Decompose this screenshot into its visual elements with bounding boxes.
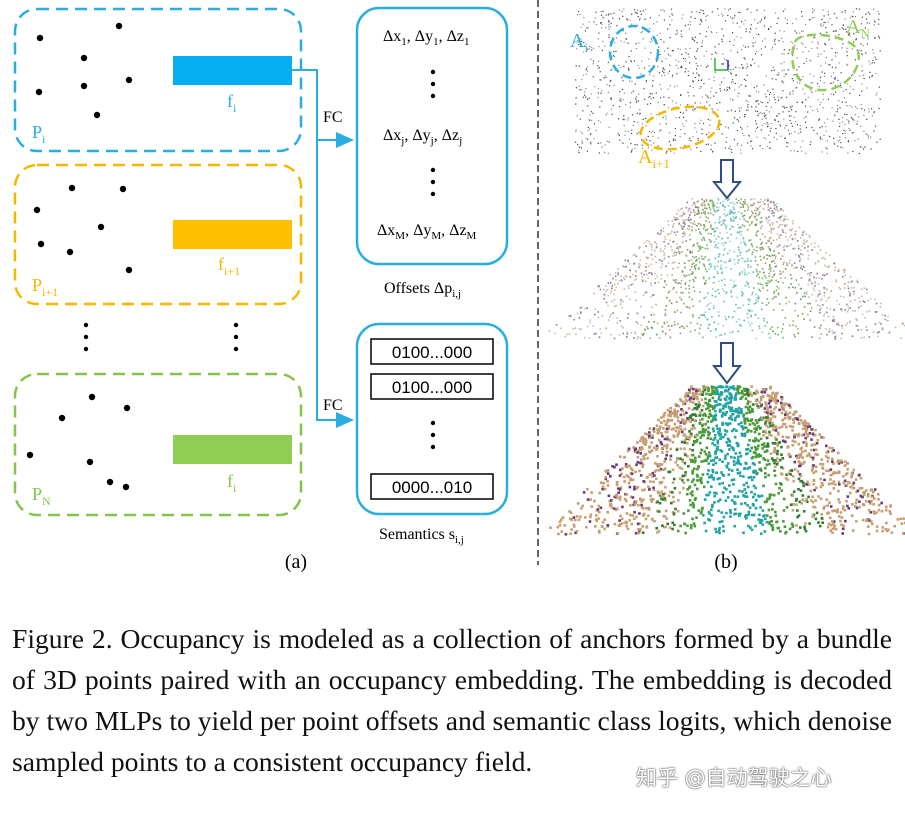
anchor-ellipse-i1: [639, 105, 721, 151]
set-label-2: Pi+1: [32, 275, 58, 299]
offsets-box: Δx1, Δy1, Δz1 Δxj, Δyj, Δzj ΔxM, ΔyM, Δz…: [355, 6, 509, 266]
point-set-box-3: [13, 372, 303, 517]
point-set-box-1: [13, 7, 303, 153]
down-arrow-1: [711, 159, 743, 200]
figure-2: fi Pi fi+1 Pi+1: [13, 0, 905, 573]
semantic-ellipsis: [430, 420, 436, 450]
anchor-label-i1: Ai+1: [638, 146, 670, 171]
feature-label-1: fi: [227, 91, 237, 115]
decoded-point-cloud: [548, 198, 905, 340]
panel-a-label: (a): [285, 551, 307, 573]
sampled-point-cloud: [573, 5, 883, 155]
feature-label-3: fi: [227, 471, 237, 495]
semantics-caption: Semantics si,j: [379, 526, 464, 546]
offset-row-m: ΔxM, ΔyM, ΔzM: [377, 222, 477, 242]
offset-row-1: Δx1, Δy1, Δz1: [383, 28, 469, 48]
feature-label-2: fi+1: [218, 254, 240, 278]
feature-bar-2: [173, 220, 292, 249]
semantic-code-box-3: [370, 473, 494, 500]
semantic-code-box-1: [370, 338, 494, 365]
offset-ellipsis-1: [430, 69, 436, 99]
anchor-label-n: AN: [846, 16, 870, 41]
anchor-group-1: fi Pi: [13, 7, 303, 153]
point-set-box-2: [13, 163, 303, 306]
anchor-ellipse-i: [608, 24, 660, 80]
semantic-code-1: 0100...000: [392, 343, 472, 362]
panel-b-label: (b): [714, 551, 737, 573]
occupancy-field: [549, 385, 905, 536]
watermark: 知乎 @自动驾驶之心: [636, 766, 832, 790]
vertical-ellipsis-features: [233, 322, 239, 352]
anchor-group-2: fi+1 Pi+1: [13, 163, 303, 306]
semantics-box: 0100...000 0100...000 0000...010: [355, 322, 509, 516]
anchor-ellipse-n: [791, 33, 860, 92]
vertical-ellipsis-points: [83, 322, 89, 352]
offset-ellipsis-2: [430, 167, 436, 197]
semantic-code-box-2: [370, 373, 494, 400]
anchor-group-3: fi PN: [13, 372, 303, 517]
feature-bar-3: [173, 435, 292, 464]
semantic-code-2: 0100...000: [392, 378, 472, 397]
figure-caption: Figure 2. Occupancy is modeled as a coll…: [12, 623, 892, 777]
offsets-caption: Offsets Δpi,j: [384, 280, 461, 300]
set-label-3: PN: [32, 484, 51, 508]
points-3: [26, 393, 131, 491]
panel-a: fi Pi fi+1 Pi+1: [13, 6, 509, 573]
set-label-1: Pi: [32, 122, 46, 146]
feature-bar-1: [173, 56, 292, 85]
panel-b: Ai AN Ai+1 (b): [548, 5, 905, 573]
points-1: [35, 22, 133, 119]
down-arrow-2: [711, 342, 743, 385]
fc-connectors: [292, 69, 354, 428]
fc-label-semantics: FC: [323, 397, 343, 414]
anchor-label-i: Ai: [570, 30, 588, 55]
fc-label-offsets: FC: [323, 109, 343, 126]
offset-row-j: Δxj, Δyj, Δzj: [383, 127, 462, 147]
points-2: [33, 184, 133, 274]
semantic-code-3: 0000...010: [392, 478, 472, 497]
